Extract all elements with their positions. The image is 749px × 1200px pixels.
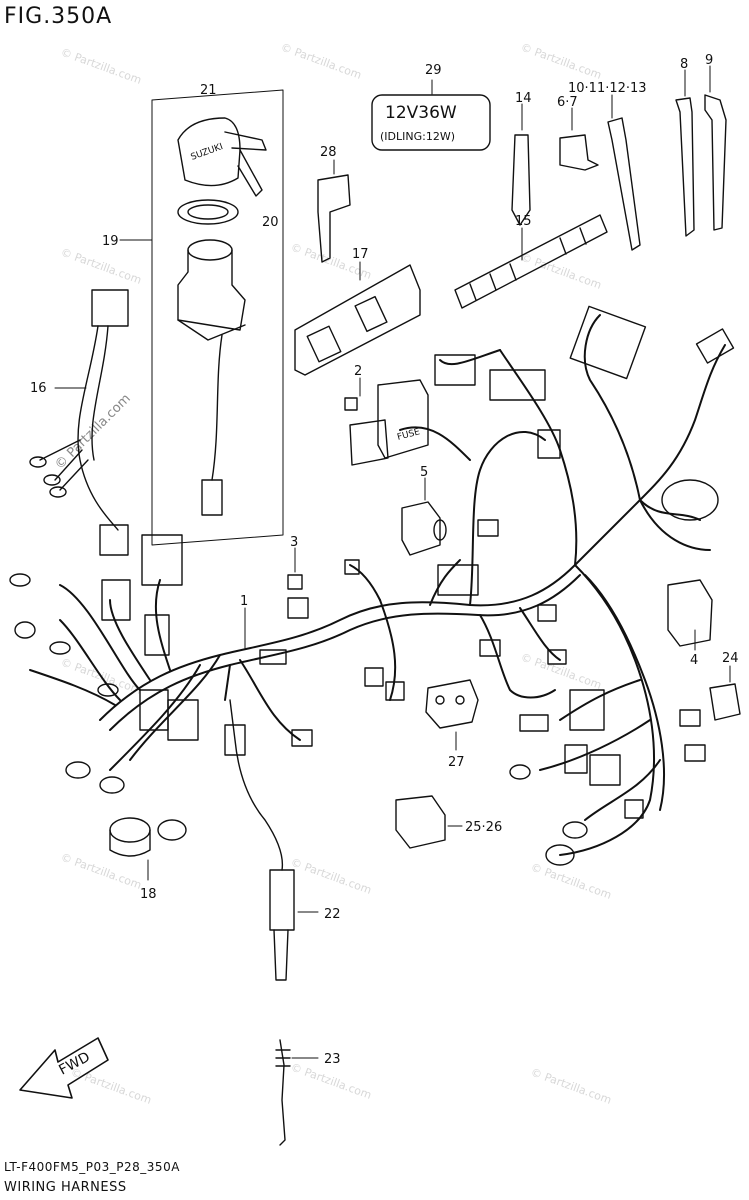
clamp-6-7 xyxy=(559,107,599,171)
callout-20: 20 xyxy=(262,215,279,230)
callout-22: 22 xyxy=(324,907,341,922)
callout-29: 29 xyxy=(425,63,442,78)
watermark: © Partzilla.com xyxy=(59,851,143,892)
watermark: © Partzilla.com xyxy=(529,861,613,902)
callout-8: 8 xyxy=(680,57,688,72)
cover-5 xyxy=(401,477,447,556)
socket-18 xyxy=(109,817,187,881)
callout-15: 15 xyxy=(515,214,532,229)
figure-title: FIG.350A xyxy=(4,4,113,29)
watermark: © Partzilla.com xyxy=(519,41,603,82)
callout-1: 1 xyxy=(240,594,248,609)
callout-21: 21 xyxy=(200,83,217,98)
callout-14: 14 xyxy=(515,91,532,106)
cable-tie-8 xyxy=(675,69,695,237)
callout-3: 3 xyxy=(290,535,298,550)
callout-17: 17 xyxy=(352,247,369,262)
callout-5: 5 xyxy=(420,465,428,480)
bulb-idle-rating: (IDLING:12W) xyxy=(380,130,455,143)
harness-connectors xyxy=(9,305,735,866)
watermark: © Partzilla.com xyxy=(519,651,603,692)
wire-23 xyxy=(275,1039,319,1146)
callout-28: 28 xyxy=(320,145,337,160)
callout-2: 2 xyxy=(354,364,362,379)
clamp-14 xyxy=(511,103,531,226)
callout-9: 9 xyxy=(705,53,713,68)
cable-tie-10-13 xyxy=(607,94,641,251)
callout-19: 19 xyxy=(102,234,119,249)
main-harness xyxy=(29,314,726,856)
connector-3 xyxy=(287,547,309,619)
model-code: LT-F400FM5_P03_P28_350A xyxy=(4,1160,180,1174)
watermarks: © Partzilla.com © Partzilla.com © Partzi… xyxy=(52,41,613,1107)
cover-4 xyxy=(667,579,713,651)
plate-27 xyxy=(425,679,479,751)
callout-18: 18 xyxy=(140,887,157,902)
ignition-switch-group: SUZUKI xyxy=(119,89,284,546)
watermark: © Partzilla.com xyxy=(69,1066,153,1107)
brand-text: SUZUKI xyxy=(190,142,225,163)
watermark: © Partzilla.com xyxy=(529,1066,613,1107)
ignition-key-cap xyxy=(177,117,241,187)
protector-tube-15 xyxy=(454,214,608,309)
callout-27: 27 xyxy=(448,755,465,770)
relay-24 xyxy=(709,665,741,721)
sensor-22 xyxy=(229,699,319,981)
switch-connector xyxy=(201,479,223,516)
callout-25-26: 25·26 xyxy=(465,820,502,835)
fwd-arrow: FWD xyxy=(19,1037,109,1099)
bulb-label: 12V36W (IDLING:12W) xyxy=(371,79,491,151)
callout-10-13: 10·11·12·13 xyxy=(568,81,647,96)
watermark: © Partzilla.com xyxy=(52,391,134,473)
callout-16: 16 xyxy=(30,381,47,396)
callout-24: 24 xyxy=(722,651,739,666)
figure-name: WIRING HARNESS xyxy=(4,1180,127,1195)
callout-23: 23 xyxy=(324,1052,341,1067)
callout-labels: 1 2 3 4 5 6·7 8 9 10·11·12·13 14 15 16 1… xyxy=(30,53,739,1067)
sub-harness-16 xyxy=(29,289,129,556)
watermark: © Partzilla.com xyxy=(279,41,363,82)
ignition-nut xyxy=(177,199,239,225)
bracket-17 xyxy=(294,261,421,376)
watermark: © Partzilla.com xyxy=(289,856,373,897)
cable-tie-9 xyxy=(704,65,727,231)
watermark: © Partzilla.com xyxy=(59,246,143,287)
callout-4: 4 xyxy=(690,653,698,668)
callout-6-7: 6·7 xyxy=(557,95,578,110)
relay-25-26 xyxy=(395,795,463,849)
watermark: © Partzilla.com xyxy=(59,46,143,87)
fuse-box: FUSE xyxy=(344,377,429,466)
bulb-rating: 12V36W xyxy=(385,103,457,123)
spare-key xyxy=(317,159,351,263)
